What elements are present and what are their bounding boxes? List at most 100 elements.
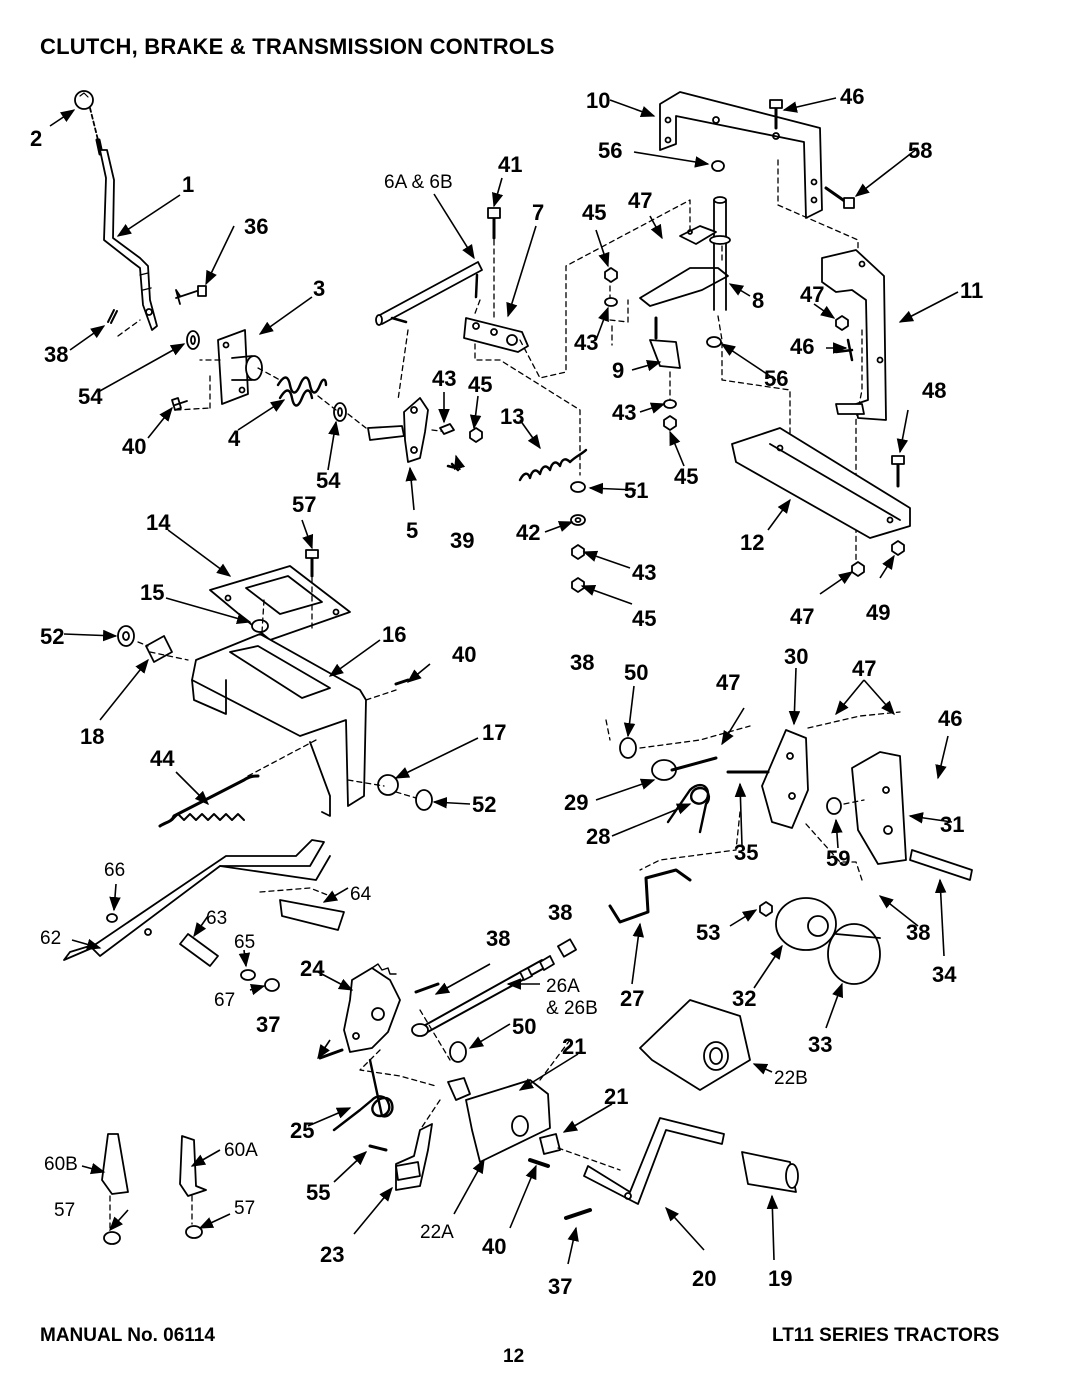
callout-33: 33 xyxy=(808,1032,832,1057)
callout-62: 62 xyxy=(40,928,61,949)
callout-37-left: 37 xyxy=(256,1012,280,1037)
control-rod-part xyxy=(375,261,483,326)
callout-50-upper: 50 xyxy=(624,660,648,685)
callout-19: 19 xyxy=(768,1266,792,1291)
callout-44: 44 xyxy=(150,746,175,771)
manual-number: MANUAL No. 06114 xyxy=(40,1325,215,1346)
callout-39: 39 xyxy=(450,528,474,553)
callout-38-mid: 38 xyxy=(486,926,510,951)
callout-37-bottom: 37 xyxy=(548,1274,572,1299)
callout-64: 64 xyxy=(350,884,372,905)
callout-51: 51 xyxy=(624,478,648,503)
series-name: LT11 SERIES TRACTORS xyxy=(772,1325,1000,1346)
callout-45-upper: 45 xyxy=(582,200,606,225)
callout-35: 35 xyxy=(734,840,758,865)
callout-8: 8 xyxy=(752,288,764,313)
callout-38-right: 38 xyxy=(906,920,930,945)
upper-bracket-part xyxy=(659,91,823,219)
clutch-lever-part xyxy=(74,90,158,331)
callout-10: 10 xyxy=(586,88,610,113)
side-bracket-part xyxy=(821,249,887,421)
callout-34: 34 xyxy=(932,962,957,987)
callout-60a: 60A xyxy=(224,1140,258,1161)
callout-9: 9 xyxy=(612,358,624,383)
callout-46-right: 46 xyxy=(938,706,962,731)
callout-11: 11 xyxy=(960,278,983,303)
callout-7: 7 xyxy=(532,200,544,225)
callout-57-top: 57 xyxy=(292,492,316,517)
callout-24: 24 xyxy=(300,956,325,981)
link-plate-part xyxy=(463,317,529,353)
callout-49: 49 xyxy=(866,600,890,625)
callout-13: 13 xyxy=(500,404,524,429)
callout-40-right: 40 xyxy=(452,642,476,667)
callout-17: 17 xyxy=(482,720,506,745)
lower-plate-part xyxy=(731,427,911,539)
callout-58: 58 xyxy=(908,138,932,163)
callout-21-upper: 21 xyxy=(562,1034,586,1059)
callout-45-center: 45 xyxy=(468,372,492,397)
shift-lock-bracket-part xyxy=(395,1123,433,1191)
compression-spring-part xyxy=(276,376,328,407)
callout-14: 14 xyxy=(146,510,171,535)
callout-41: 41 xyxy=(498,152,522,177)
callout-3: 3 xyxy=(313,276,325,301)
callout-66: 66 xyxy=(104,860,125,881)
callout-65: 65 xyxy=(234,932,255,953)
callout-47-lower: 47 xyxy=(790,604,814,629)
callout-45-right: 45 xyxy=(674,464,698,489)
callout-1: 1 xyxy=(182,172,194,197)
callout-36: 36 xyxy=(244,214,268,239)
callout-43-center: 43 xyxy=(432,366,456,391)
callout-47-side: 47 xyxy=(800,282,824,307)
callout-57-right: 57 xyxy=(234,1198,255,1219)
callout-46-top: 46 xyxy=(840,84,864,109)
callout-54-center: 54 xyxy=(316,468,341,493)
callout-32: 32 xyxy=(732,986,756,1011)
callout-38-rod: 38 xyxy=(548,900,572,925)
callout-26b: & 26B xyxy=(546,998,598,1019)
callout-52-right: 52 xyxy=(472,792,496,817)
callout-38-left: 38 xyxy=(44,342,68,367)
callout-29: 29 xyxy=(564,790,588,815)
callout-40-bottom: 40 xyxy=(482,1234,506,1259)
callout-59: 59 xyxy=(826,846,850,871)
callout-60b: 60B xyxy=(44,1154,78,1175)
callout-42: 42 xyxy=(516,520,540,545)
callout-6a-6b: 6A & 6B xyxy=(384,172,453,193)
shift-bracket-part xyxy=(639,160,731,311)
callout-54-left: 54 xyxy=(78,384,103,409)
callout-38-upper: 38 xyxy=(570,650,594,675)
page-title: CLUTCH, BRAKE & TRANSMISSION CONTROLS xyxy=(40,34,555,59)
callout-26a: 26A xyxy=(546,976,580,997)
brake-plate-part xyxy=(851,751,907,865)
callout-53: 53 xyxy=(696,920,720,945)
page-number: 12 xyxy=(503,1346,525,1367)
callout-31: 31 xyxy=(940,812,964,837)
sector-gear-part xyxy=(343,963,401,1053)
callout-28: 28 xyxy=(586,824,610,849)
callout-20: 20 xyxy=(692,1266,716,1291)
callout-52-left: 52 xyxy=(40,624,64,649)
callout-23: 23 xyxy=(320,1242,344,1267)
callout-16: 16 xyxy=(382,622,406,647)
callout-57-left: 57 xyxy=(54,1200,75,1221)
callout-43-lower: 43 xyxy=(632,560,656,585)
callout-56-top: 56 xyxy=(598,138,622,163)
callout-21-lower: 21 xyxy=(604,1084,628,1109)
callout-18: 18 xyxy=(80,724,104,749)
callout-43-right: 43 xyxy=(612,400,636,425)
callout-27: 27 xyxy=(620,986,644,1011)
callout-45-lower: 45 xyxy=(632,606,656,631)
callout-47-right: 47 xyxy=(852,656,876,681)
callout-47-upper: 47 xyxy=(628,188,652,213)
callout-25: 25 xyxy=(290,1118,314,1143)
callout-46-side: 46 xyxy=(790,334,814,359)
slotted-plate-part xyxy=(209,565,351,641)
callout-56-side: 56 xyxy=(764,366,788,391)
pivot-bracket-part xyxy=(217,329,263,405)
callout-48: 48 xyxy=(922,378,946,403)
callout-40-left: 40 xyxy=(122,434,146,459)
callout-15: 15 xyxy=(140,580,164,605)
